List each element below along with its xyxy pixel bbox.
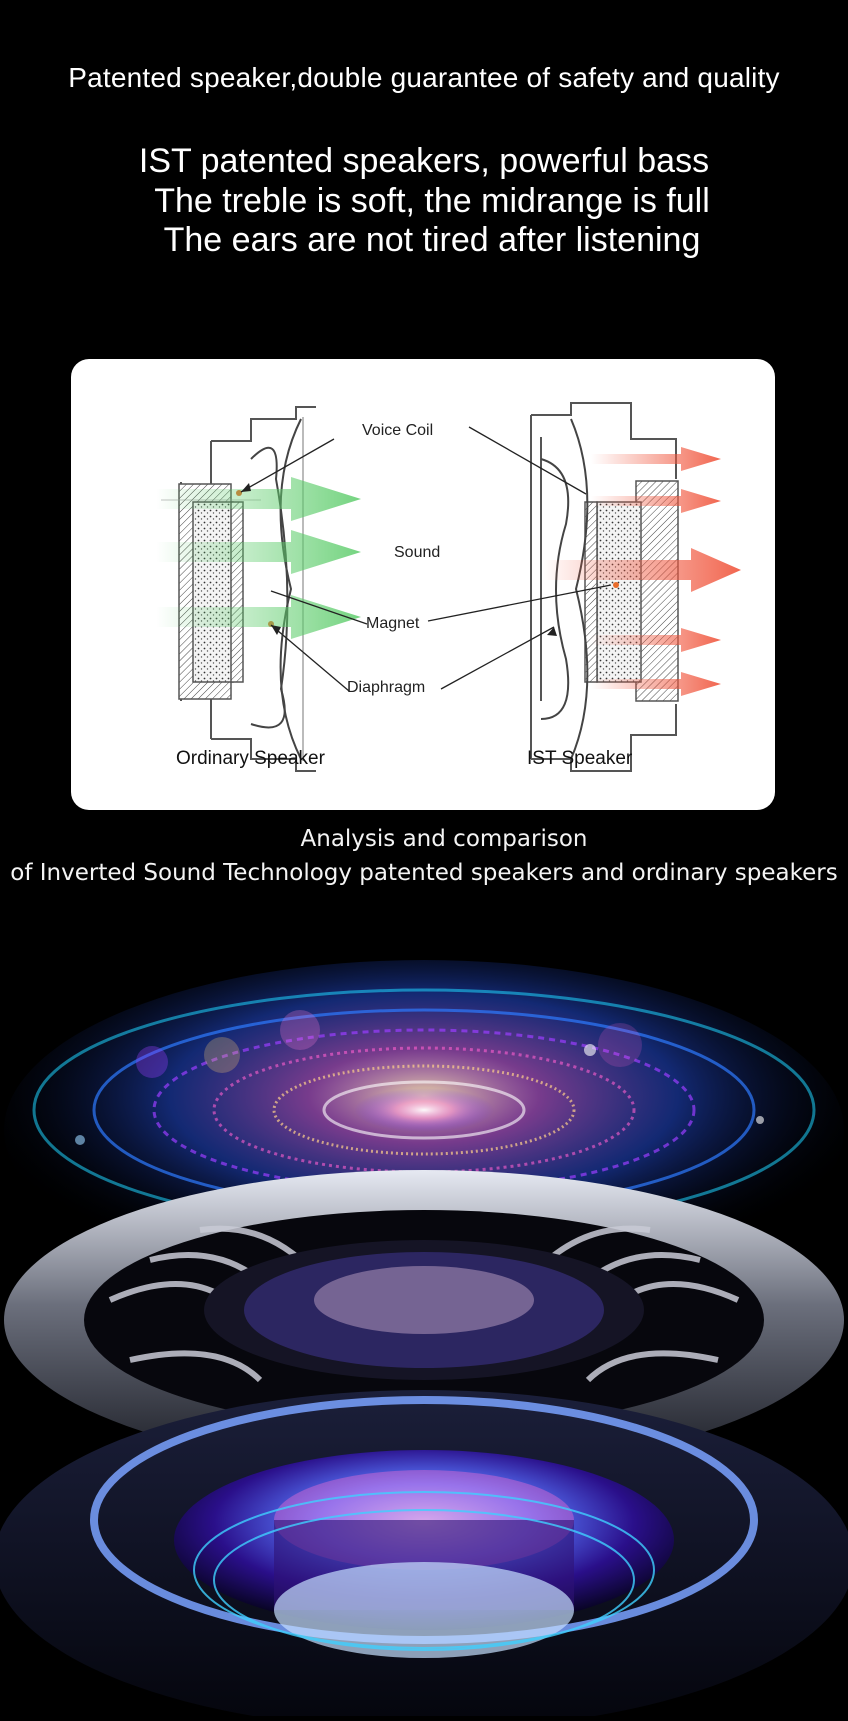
speaker-comparison-diagram: Voice Coil Sound Magnet Diaphragm Ordina… xyxy=(71,359,775,810)
speaker-hero-illustration xyxy=(0,960,848,1721)
caption-line-2: of Inverted Sound Technology patented sp… xyxy=(10,860,838,886)
ordinary-speaker-label: Ordinary Speaker xyxy=(176,748,326,769)
subtitle-line-3: The ears are not tired after listening xyxy=(163,221,701,259)
hero-svg xyxy=(0,960,848,1721)
ist-speaker-label: IST Speaker xyxy=(527,748,633,769)
ordinary-sound-arrows xyxy=(156,477,361,639)
leader-lines xyxy=(240,426,612,692)
subtitle-line-1: IST patented speakers, powerful bass xyxy=(138,142,710,180)
label-voice-coil: Voice Coil xyxy=(362,422,433,439)
subtitle-line-2: The treble is soft, the midrange is full xyxy=(154,182,710,220)
ordinary-speaker-drawing xyxy=(161,406,316,772)
speaker-diagram-svg: Voice Coil Sound Magnet Diaphragm Ordina… xyxy=(156,402,741,772)
caption-line-1: Analysis and comparison xyxy=(300,826,588,852)
label-diaphragm: Diaphragm xyxy=(347,679,425,696)
headline: Patented speaker,double guarantee of saf… xyxy=(68,62,780,93)
ist-speaker-drawing xyxy=(530,402,679,772)
ist-sound-arrows xyxy=(541,447,741,696)
label-sound: Sound xyxy=(394,544,440,561)
label-magnet: Magnet xyxy=(366,615,420,632)
